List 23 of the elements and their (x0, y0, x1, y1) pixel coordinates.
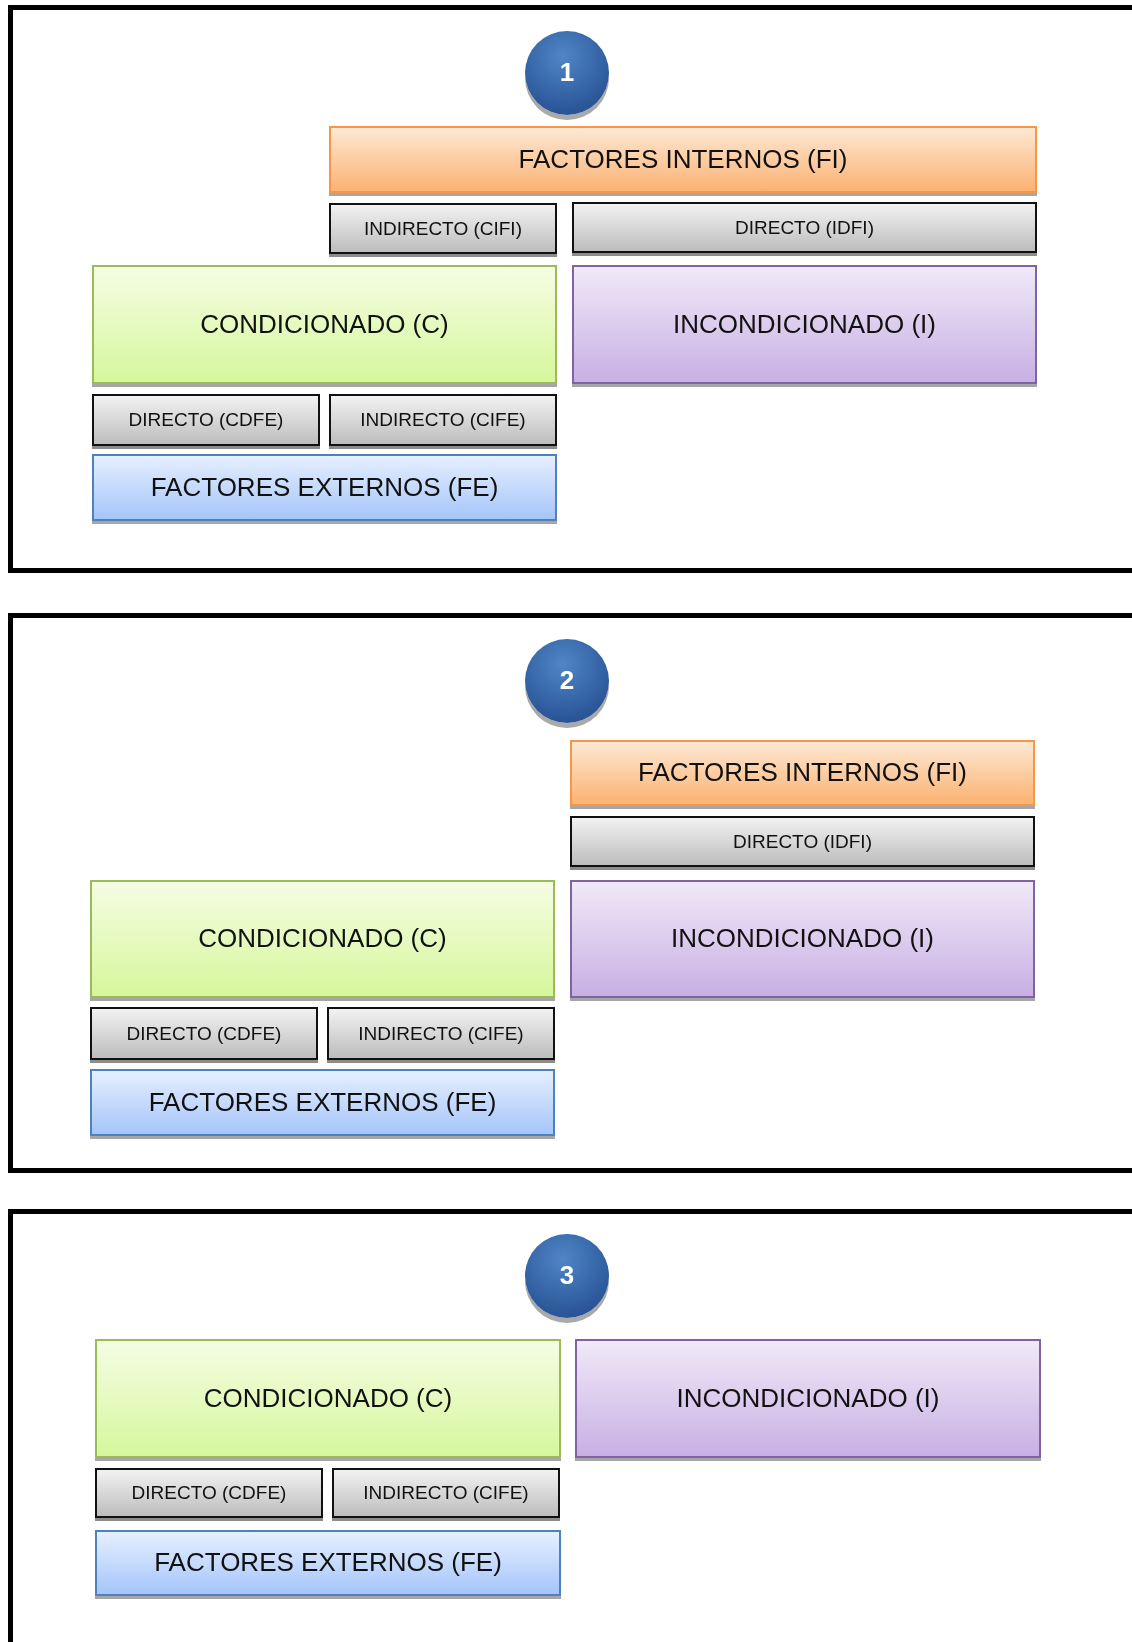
factor-bar: FACTORES INTERNOS (FI) (329, 126, 1037, 193)
type-box: INDIRECTO (CIFE) (332, 1468, 560, 1518)
factor-bar: FACTORES EXTERNOS (FE) (95, 1530, 561, 1596)
category-box: CONDICIONADO (C) (95, 1339, 561, 1458)
type-box: DIRECTO (CDFE) (92, 394, 320, 446)
panel-frame (8, 5, 1132, 573)
category-box: INCONDICIONADO (I) (572, 265, 1037, 384)
type-box: DIRECTO (CDFE) (90, 1007, 318, 1060)
factor-bar: FACTORES INTERNOS (FI) (570, 740, 1035, 806)
category-box: INCONDICIONADO (I) (575, 1339, 1041, 1458)
type-box: INDIRECTO (CIFE) (329, 394, 557, 446)
type-box: DIRECTO (IDFI) (572, 202, 1037, 253)
category-box: CONDICIONADO (C) (90, 880, 555, 998)
factor-bar: FACTORES EXTERNOS (FE) (92, 454, 557, 521)
category-box: CONDICIONADO (C) (92, 265, 557, 384)
panel-frame (8, 613, 1132, 1173)
panel-frame (8, 1209, 1132, 1642)
type-box: DIRECTO (IDFI) (570, 816, 1035, 867)
factor-bar: FACTORES EXTERNOS (FE) (90, 1069, 555, 1136)
type-box: INDIRECTO (CIFE) (327, 1007, 555, 1060)
category-box: INCONDICIONADO (I) (570, 880, 1035, 998)
type-box: INDIRECTO (CIFI) (329, 203, 557, 254)
type-box: DIRECTO (CDFE) (95, 1468, 323, 1518)
